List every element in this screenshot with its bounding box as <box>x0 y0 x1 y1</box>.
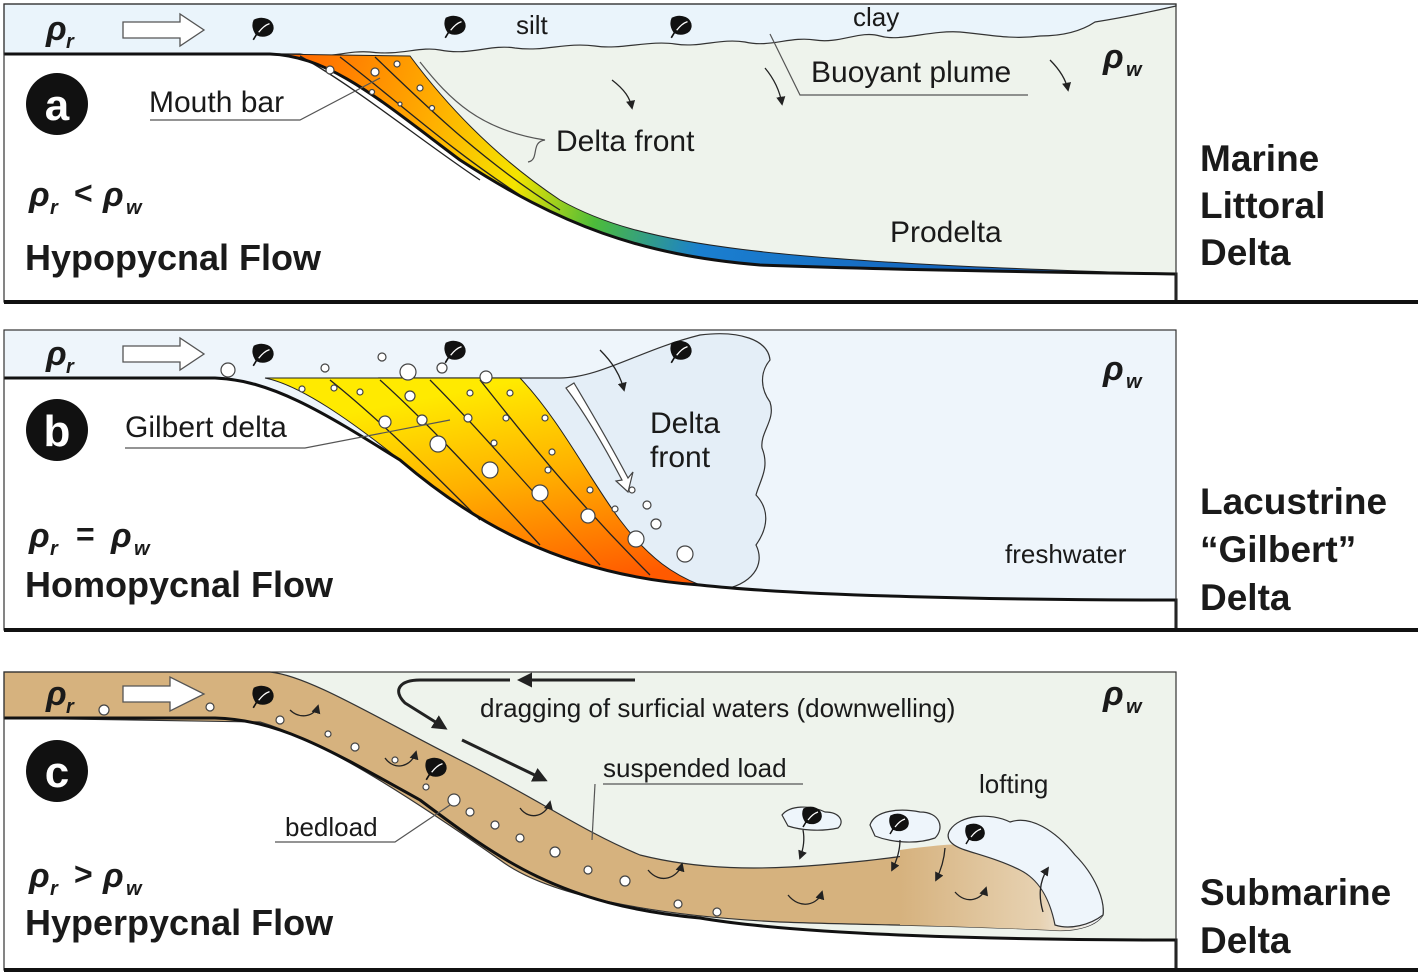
panel-b-relation: = <box>76 516 95 552</box>
panel-b-eq-rho-r-sub: r <box>50 538 59 560</box>
bedload-particles <box>98 702 722 917</box>
panel-c-bed-profile <box>4 716 1178 970</box>
panel-a-flow-title: Hypopycnal Flow <box>25 237 322 278</box>
flow-direction-arrow-icon <box>122 12 206 48</box>
panel-b-eq-rho-w-sub: w <box>134 538 151 560</box>
label-gilbert-delta: Gilbert delta <box>125 411 287 444</box>
label-suspended-load: suspended load <box>603 753 787 783</box>
label-delta-front-line1: Delta <box>650 407 720 440</box>
panel-a-side-label-line2: Littoral <box>1200 185 1325 226</box>
panel-a: a ρ r ρ w ρ r < ρ w Hypopycnal Flow silt… <box>3 2 1418 304</box>
label-silt: silt <box>516 10 549 40</box>
gilbert-delta-particles <box>220 352 694 563</box>
panel-c-side-label-line1: Submarine <box>1200 872 1391 913</box>
panel-a-eq-rho-w: ρ <box>102 176 124 214</box>
panel-b-rho-w-sub: w <box>1126 371 1143 393</box>
panel-b-side-label-line1: Lacustrine <box>1200 481 1387 522</box>
panel-a-rho-r: ρ <box>45 10 67 48</box>
panel-b-side-label-line2: “Gilbert” <box>1200 529 1356 570</box>
panel-b-rho-w: ρ <box>1102 350 1124 388</box>
panel-b-side-label-line3: Delta <box>1200 577 1291 618</box>
panel-b-eq-rho-r: ρ <box>28 517 50 555</box>
panel-b-land <box>4 378 1176 630</box>
label-delta-front: Delta front <box>556 125 695 158</box>
panel-b-badge-letter: b <box>44 407 71 456</box>
label-delta-front-line2: front <box>650 441 711 474</box>
panel-a-relation: < <box>74 175 93 211</box>
panel-a-land <box>4 54 1176 302</box>
turbulence-curls <box>289 704 989 905</box>
panel-c-badge <box>26 740 88 802</box>
panel-c-side-label-line2: Delta <box>1200 920 1291 961</box>
lofting-plume <box>947 815 1104 928</box>
panel-a-eq-rho-r-sub: r <box>50 197 59 219</box>
panel-b-eq-rho-w: ρ <box>110 517 132 555</box>
label-bedload: bedload <box>285 812 378 842</box>
flow-direction-arrow-icon <box>122 336 206 372</box>
panel-a-badge <box>26 73 88 135</box>
panel-c-eq-rho-w-sub: w <box>126 878 143 900</box>
panel-a-badge-letter: a <box>45 81 70 130</box>
panel-a-side-label-line1: Marine <box>1200 138 1319 179</box>
panel-b-badge <box>26 399 88 461</box>
panel-a-rho-w: ρ <box>1102 38 1124 76</box>
panel-c-eq-rho-r: ρ <box>28 857 50 895</box>
panel-c-badge-letter: c <box>45 748 69 797</box>
panel-b-rho-r: ρ <box>45 335 67 373</box>
label-prodelta: Prodelta <box>890 216 1002 249</box>
flow-direction-arrow-icon <box>122 675 206 713</box>
panel-c-rho-w-sub: w <box>1126 696 1143 718</box>
label-mouth-bar: Mouth bar <box>149 86 284 119</box>
panel-a-bed-profile <box>4 52 1178 300</box>
downwelling-arrow <box>397 678 510 730</box>
panel-c-eq-rho-r-sub: r <box>50 878 59 900</box>
panel-a-side-label-line3: Delta <box>1200 232 1291 273</box>
panel-c-rho-r-sub: r <box>66 696 75 718</box>
label-clay: clay <box>853 2 899 32</box>
mouth-bar-particles <box>325 60 436 112</box>
avalanche-arrow-icon <box>565 382 634 494</box>
panel-c: c ρ r ρ w ρ r > ρ w Hyperpycnal Flow dra… <box>3 671 1418 972</box>
panel-c-rho-w: ρ <box>1102 675 1124 713</box>
panel-c-rho-r: ρ <box>45 675 67 713</box>
panel-b-bed-profile <box>4 376 1178 630</box>
panel-b-rho-r-sub: r <box>66 356 75 378</box>
panel-c-flow-title: Hyperpycnal Flow <box>25 902 334 943</box>
label-dragging-surficial-waters: dragging of surficial waters (downwellin… <box>480 693 955 723</box>
panel-c-relation: > <box>74 856 93 892</box>
panel-a-rho-r-sub: r <box>66 31 75 53</box>
panel-b-flow-title: Homopycnal Flow <box>25 564 334 605</box>
label-buoyant-plume: Buoyant plume <box>811 56 1011 89</box>
label-lofting: lofting <box>979 769 1048 799</box>
panel-a-eq-rho-r: ρ <box>28 176 50 214</box>
label-freshwater: freshwater <box>1005 539 1127 569</box>
panel-a-rho-w-sub: w <box>1126 59 1143 81</box>
buoyant-plume-surface <box>3 3 1177 57</box>
downwelling-arrow <box>461 738 548 782</box>
panel-c-eq-rho-w: ρ <box>102 857 124 895</box>
panel-a-eq-rho-w-sub: w <box>126 197 143 219</box>
panel-b: b ρ r ρ w ρ r = ρ w Homopycnal Flow Gilb… <box>3 329 1418 632</box>
panel-c-land <box>4 718 1176 970</box>
